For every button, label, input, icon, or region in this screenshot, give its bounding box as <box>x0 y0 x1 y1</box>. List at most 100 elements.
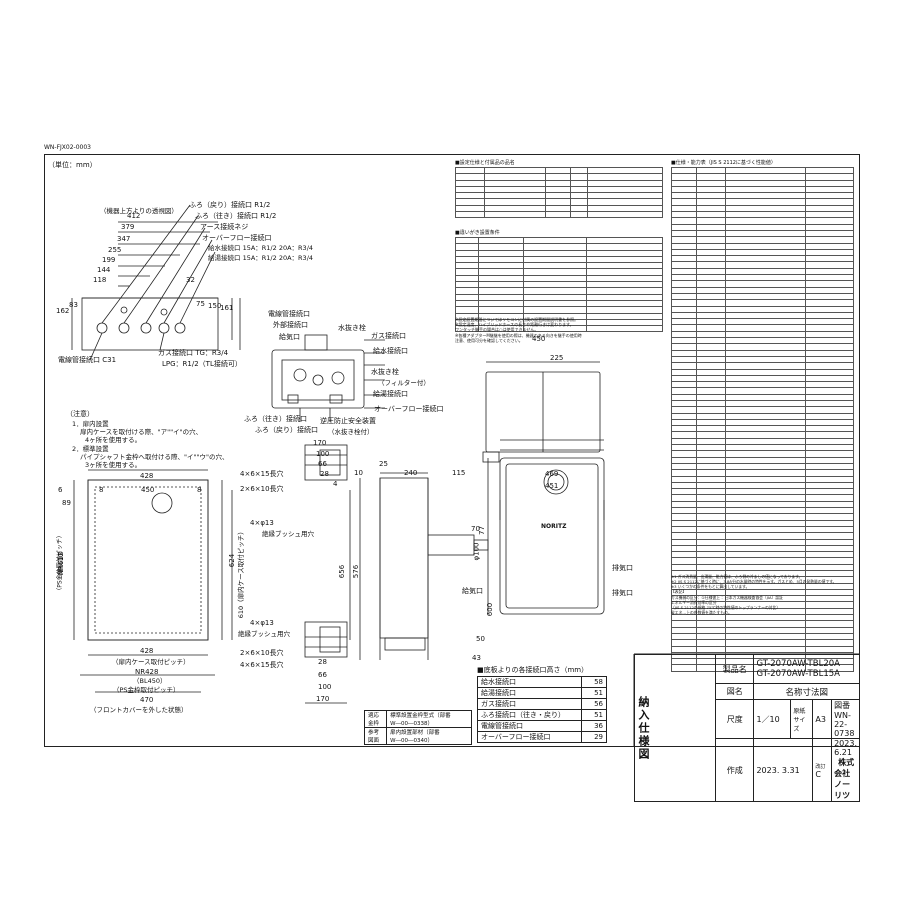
label-lpg: LPG：R1/2（TL接続可） <box>162 360 242 368</box>
remote-note-4: ※各種アダプターM継継を使用の際は、機器のある向きを継手の使用時 <box>455 333 582 338</box>
sv-label-slot-10-b: 2×6×10長穴 <box>240 649 284 657</box>
drawing-sheet <box>44 154 860 747</box>
created-label: 作成 <box>714 738 755 802</box>
footnote-7: （JIS S 2112の規格 75℃時の特性値のトップランナーの対比） <box>671 605 781 610</box>
sv-label-slot-10: 2×6×10長穴 <box>240 485 284 493</box>
label-water-inlet: 給水接続口 15A：R1/2 20A：R3/4 <box>208 244 314 252</box>
sv-dim-240: 240 <box>404 469 418 477</box>
doc-code: WN-FJX02-0003 <box>44 144 91 151</box>
side-tag: 納入仕様図 <box>637 695 650 761</box>
label-earth-screw: アース接続ネジ <box>200 223 249 231</box>
label-furo-return: ふろ（戻り）接続口 R1/2 <box>189 201 271 209</box>
sv-label-slot-15-b: 4×6×15長穴 <box>240 661 284 669</box>
dim-347: 347 <box>117 235 131 243</box>
remote-note-2: ※設定温度、ハイブリッドホースの長さや距離行きは変わります。 <box>455 322 574 327</box>
sv-dim-66-bot: 66 <box>318 671 327 679</box>
label-gas-inlet: ガス接続口 TG：R3/4 <box>158 349 229 357</box>
company-name: 株式会社ノーリツ <box>834 758 855 800</box>
rv-dim-225: 225 <box>550 354 564 362</box>
cv-dim-624: 624 <box>228 553 237 568</box>
fv-label-overflow: オーバーフロー接続口 <box>374 405 444 413</box>
sv-label-slot-15: 4×6×15長穴 <box>240 470 284 478</box>
dim-161: 161 <box>220 304 234 312</box>
accessory-title: ■設定仕様と付属品の品名 <box>455 160 515 166</box>
cv-dim-6: 6 <box>58 486 63 494</box>
sv-label-hole-13: 4×φ13 <box>250 519 274 527</box>
footnote-3: ※3 いくつかの条件をもとに算出しています。 <box>671 584 750 589</box>
label-hot-water-outlet: 給湯接続口 15A：R1/2 20A：R3/4 <box>208 254 314 262</box>
dim-144: 144 <box>97 266 111 274</box>
notes-title: （注意） <box>66 410 94 418</box>
fv-label-air-intake: 給気口 <box>279 333 300 341</box>
note-1: 1．扉内設置 <box>72 420 109 428</box>
dim-412: 412 <box>127 212 141 220</box>
cv-dim-450: 450 <box>141 486 155 494</box>
fv-label-safety: 逆圧防止安全装置 <box>320 417 376 425</box>
label-conduit: 電線管接続口 C31 <box>58 356 117 364</box>
fv-label-gas: ガス接続口 <box>371 332 406 340</box>
spec-table <box>671 166 854 672</box>
dim-75: 75 <box>196 300 205 308</box>
cv-dim-428-top: 428 <box>140 472 154 480</box>
note-2a: パイプシャフト金枠へ取付ける際、"イ""ウ"の穴、 <box>80 453 229 461</box>
sv-dim-115: 115 <box>452 469 466 477</box>
rv-label-air-intake: 給気口 <box>462 587 483 595</box>
sv-dim-66-top: 66 <box>318 460 327 468</box>
cv-dim-8a: 8 <box>99 486 104 494</box>
cv-dim-428-bot: 428 <box>140 647 154 655</box>
footnote-6: エネルギー消費効率の区分 <box>671 600 717 605</box>
dim-118: 118 <box>93 276 107 284</box>
size-value: A3 <box>812 699 833 739</box>
cv-dim-8b: 8 <box>197 486 202 494</box>
title-block: 納入仕様図 製品名 GT-2070AW-TBL20A GT-2070AW-TBL… <box>634 654 860 802</box>
table-row: 適応金枠標準設置金枠型式（部番W―00―0338） <box>363 710 472 728</box>
sv-dim-100-bot: 100 <box>318 683 332 691</box>
footnote-5: ガス機械の区分：①仕様書上 ：日本ガス機器検査協会（JIA）認証 <box>671 595 783 600</box>
sv-dim-phi100: φ100 <box>472 542 481 561</box>
remote-note-3: ワンタッチ継手の場合は○は使用できません。 <box>455 327 539 332</box>
spec-title: ■仕様・能力表（JIS S 2112に基づく性能値） <box>671 160 776 166</box>
dim-379: 379 <box>121 223 135 231</box>
cv-dim-ps-pitch: （PS金枠取付ピッチ） <box>56 532 64 594</box>
table-row: ふろ接続口（往き・戻り）51 <box>477 709 607 721</box>
fv-label-filter: （フィルター付） <box>378 379 430 387</box>
cv-caption: （フロントカバーを外した状態） <box>90 706 188 714</box>
created-date: 2023. 3.31 <box>753 738 814 802</box>
footnote-8: 省エネ…上の各数値を満たすもの。 <box>671 610 732 615</box>
cv-dim-ps-pitch-2: （PS金枠取付ピッチ） <box>113 686 180 694</box>
sv-dim-4: 4 <box>333 480 338 488</box>
rv-dim-451: 451 <box>545 482 559 490</box>
sv-dim-170-bot: 170 <box>316 695 330 703</box>
sv-label-hole-13-b: 4×φ13 <box>250 619 274 627</box>
dim-32: 32 <box>186 276 195 284</box>
note-2b: 3ヶ所を使用する。 <box>85 461 142 469</box>
drawing-no: 図番WN-22-0738 <box>831 699 860 739</box>
fv-label-drain2: 水抜き栓 <box>371 368 399 376</box>
cv-dim-470: 470 <box>140 696 154 704</box>
product-name-2: GT-2070AW-TBL15A <box>756 669 840 679</box>
product-label: 製品名 <box>714 654 755 684</box>
fv-label-hot: 給湯接続口 <box>373 390 408 398</box>
footnote-4: 【表記】 <box>671 589 687 594</box>
sv-dim-50: 50 <box>476 635 485 643</box>
dim-83: 83 <box>69 301 78 309</box>
sv-label-bushing: 絶縁ブッシュ用穴 <box>262 530 314 538</box>
height-table-title: ■底板よりの各接続口高さ（mm） <box>477 666 589 674</box>
fv-label-conduit: 電線管接続口 <box>268 310 310 318</box>
label-overflow: オーバーフロー接続口 <box>202 234 272 242</box>
note-2: 2．標準設置 <box>72 445 109 453</box>
accessory-table <box>455 166 663 219</box>
rv-label-exhaust-b: 排気口 <box>612 589 633 597</box>
cv-dim-case-pitch: （扉内ケース取付ピッチ） <box>112 658 190 666</box>
cv-dim-89: 89 <box>62 499 71 507</box>
drawing-name-label: 図名 <box>714 683 755 700</box>
dim-199: 199 <box>102 256 116 264</box>
sv-dim-77: 77 <box>477 526 486 535</box>
remote-title: ■違いがき設置条件 <box>455 230 500 236</box>
